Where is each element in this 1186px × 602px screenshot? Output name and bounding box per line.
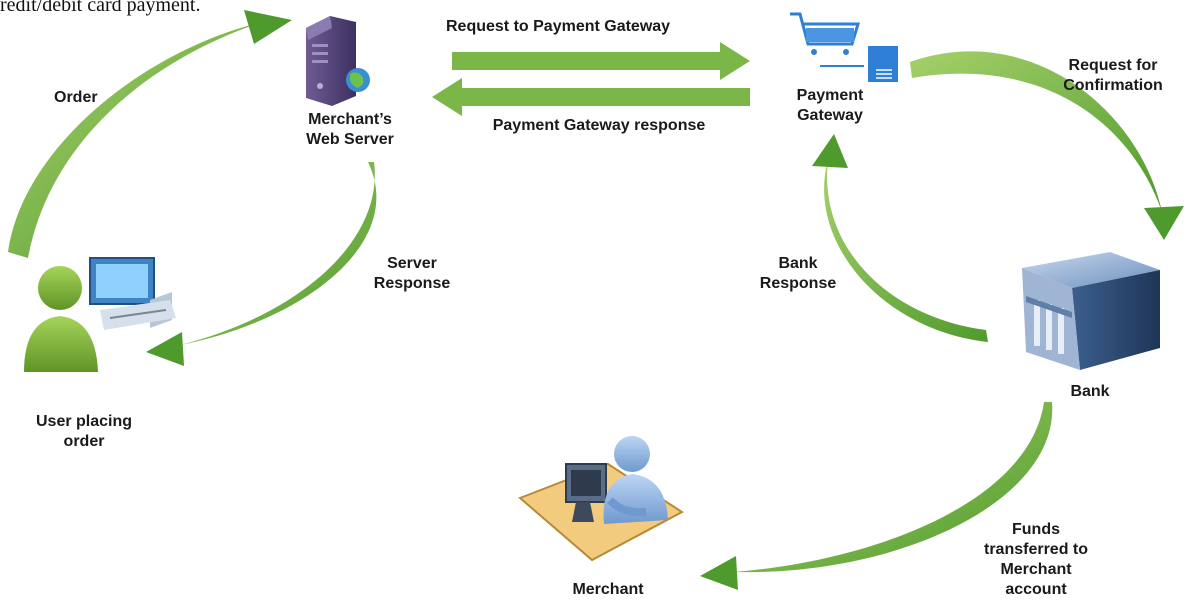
bank-response-label: Bank Response: [759, 255, 837, 292]
clipped-heading-text: redit/debit card payment.: [0, 0, 201, 16]
funds-transferred-arrow: [700, 402, 1053, 590]
web-server-icon: [306, 16, 370, 106]
request-confirmation-label: Request for Confirmation: [1063, 57, 1163, 94]
server-response-arrow: [146, 162, 377, 366]
order-label: Order: [54, 89, 98, 106]
gateway-response-label: Payment Gateway response: [492, 117, 706, 134]
order-arrow: [8, 10, 292, 258]
server-response-label: Server Response: [373, 255, 451, 292]
merchant-icon: [518, 436, 684, 562]
gateway-response-arrow: [432, 78, 750, 116]
bank-icon: [1022, 252, 1160, 370]
web-server-label: Merchant’s Web Server: [306, 111, 394, 148]
bank-label: Bank: [1070, 383, 1110, 400]
user-label: User placing order: [35, 413, 133, 450]
request-to-gateway-arrow: [452, 42, 750, 80]
request-to-gateway-label: Request to Payment Gateway: [446, 18, 671, 35]
bank-response-arrow: [812, 134, 988, 342]
funds-transferred-label: Funds transferred to Merchant account: [983, 521, 1089, 598]
user-computer-icon: [89, 257, 176, 330]
payment-gateway-label: Payment Gateway: [796, 87, 864, 124]
merchant-label: Merchant: [572, 581, 644, 598]
payment-gateway-icon: [790, 12, 898, 82]
request-confirmation-arrow: [910, 51, 1184, 240]
user-person-icon: [24, 266, 98, 372]
